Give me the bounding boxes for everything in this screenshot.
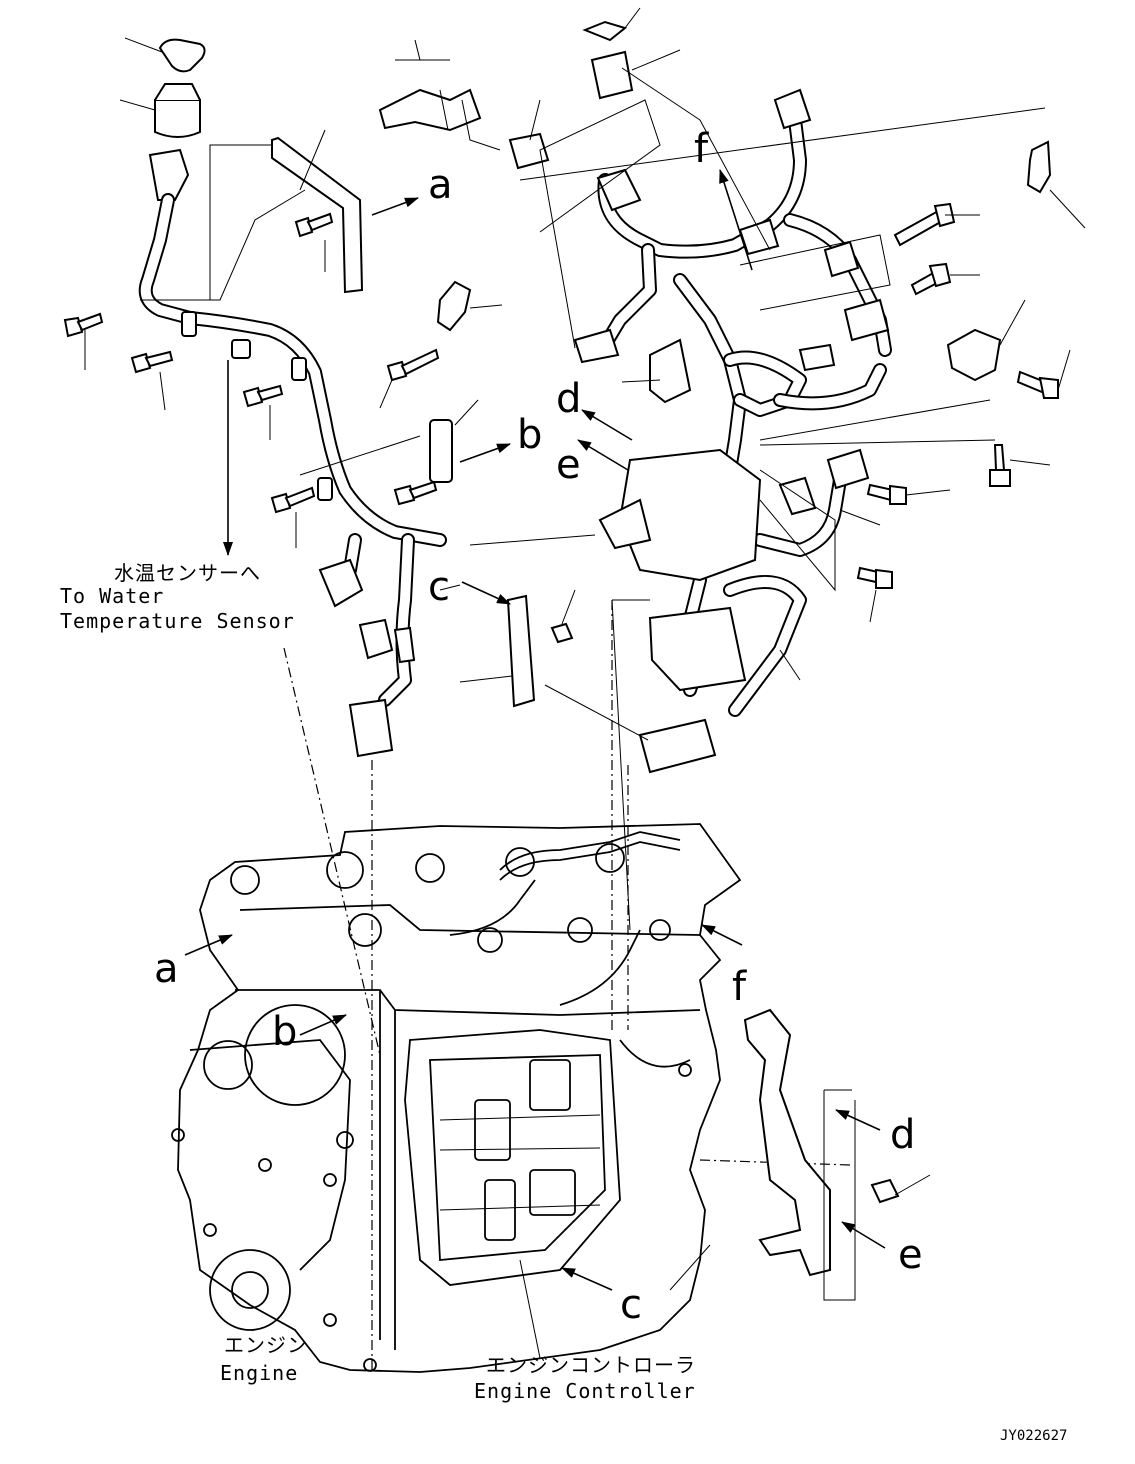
bolt [393,480,438,506]
callout-letters: a b c d e f a b c d e f [154,126,923,1328]
nut [870,1178,900,1204]
connector-cap-top [590,50,634,100]
bracket-c [506,594,536,708]
bolt [910,262,952,296]
bolt [130,350,174,374]
bolt [270,486,316,514]
harness-connector [148,148,190,201]
harness-connector-upper [596,168,642,212]
callout-a-lower: a [154,946,179,992]
callout-f-lower: f [732,964,747,1010]
callout-e-upper: e [556,442,581,488]
bolt [386,348,440,382]
callout-d-upper: d [556,376,581,422]
water-sensor-label-en-1: To Water [60,584,164,608]
engine-label-jp: エンジン [224,1333,308,1357]
harness-connector-top [773,88,812,130]
controller-label-en: Engine Controller [474,1379,696,1403]
callout-b-lower: b [272,1009,297,1055]
bolt [856,566,893,589]
pressure-sensor [508,132,550,170]
captions: 水温センサーへ To Water Temperature Sensor エンジン… [60,561,1067,1444]
callout-c-lower: c [620,1282,642,1328]
bolt [866,483,907,505]
harness-end-connector [348,698,394,758]
engine-block [171,584,931,1373]
connector-cap [119,83,201,138]
water-sensor-label-jp: 水温センサーへ [114,561,261,585]
water-sensor-label-en-2: Temperature Sensor [60,609,295,633]
bolt [294,212,334,238]
drawing-code: JY022627 [1000,1428,1067,1444]
sensor-harness-clip [378,88,482,132]
callout-d-lower: d [890,1112,915,1158]
engine-controller-unit [404,1029,621,1286]
engine-label-en: Engine [220,1361,298,1385]
sensor-connector [318,558,364,608]
harness-connector-left [573,328,620,364]
harness-connector-right [843,298,890,342]
bracket-de [743,1008,831,1277]
clamp-bracket [436,280,472,332]
controller-label-jp: エンジンコントローラ [486,1353,696,1377]
nut [550,622,574,644]
main-controller-connector [648,606,747,692]
connector-clip-top [582,20,628,42]
connector-cap-loop [158,38,206,73]
top-center-parts [378,7,681,170]
bracket-a [271,136,364,294]
callout-b-upper: b [517,412,542,458]
callout-f-upper: f [694,126,709,172]
right-harness-group [519,67,1086,931]
bolt [893,202,956,247]
bolt [242,384,284,408]
bracket-c-group [459,534,596,708]
callout-a-upper: a [428,162,453,208]
engine-pulley [209,1249,291,1331]
callout-e-lower: e [898,1232,923,1278]
ecm-plug [638,718,717,774]
reference-arrows [184,169,886,1291]
bolt [63,312,104,338]
bracket-right [946,328,1002,382]
bracket-b [429,419,453,483]
bolt [989,444,1011,487]
left-harness-group [63,37,503,758]
callout-c-upper: c [428,564,450,610]
bracket-top-right [1026,140,1052,194]
bolt [1016,370,1059,399]
